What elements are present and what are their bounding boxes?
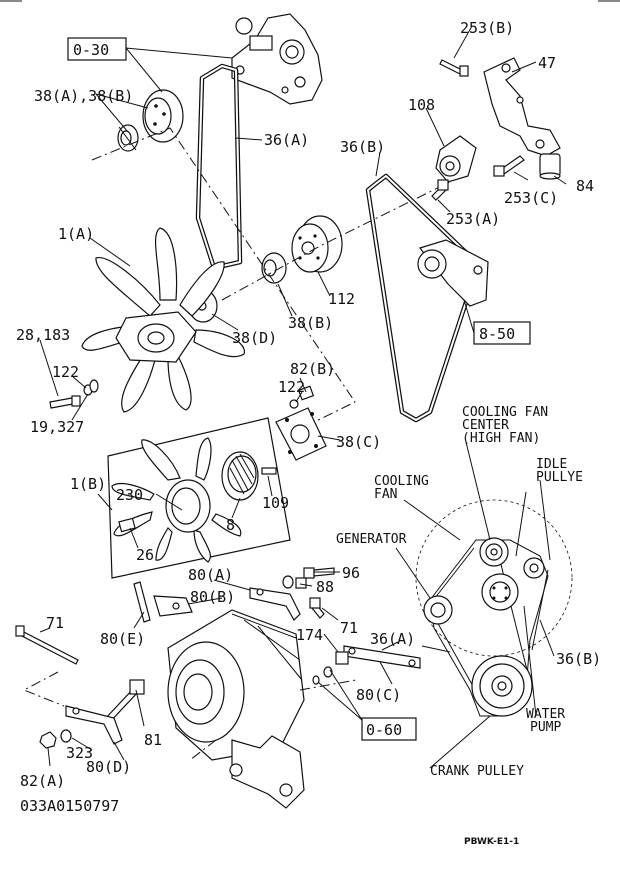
label-generator: GENERATOR: [336, 532, 407, 547]
callout-96: 96: [342, 564, 360, 582]
callout-82b: 82(B): [290, 360, 335, 378]
cooling-fan-circle: [415, 499, 573, 657]
bracket-80e: [133, 581, 151, 623]
callout-253b: 253(B): [460, 19, 514, 37]
callout-82a: 82(A): [20, 772, 65, 790]
spacer-84: [539, 153, 561, 180]
label-cooling-fan-1: COOLING: [374, 474, 429, 489]
label-crank-pulley: CRANK PULLEY: [430, 764, 524, 779]
washer-88: [282, 575, 307, 589]
callout-230: 230: [116, 486, 143, 504]
callout-323: 323: [66, 744, 93, 762]
ref-box-0-30: 0-30: [67, 37, 127, 61]
coupling-38c: [275, 385, 327, 461]
callout-112: 112: [328, 290, 355, 308]
callout-81: 81: [144, 731, 162, 749]
bracket-80d: [65, 705, 123, 745]
ref-0-30-label: 0-30: [73, 41, 109, 59]
callout-38ab: 38(A),38(B): [34, 87, 133, 105]
callout-1a: 1(A): [58, 225, 94, 243]
bolt-71-right: [309, 597, 325, 619]
label-water-pump-1: WATER: [526, 707, 565, 722]
callout-36a-top: 36(A): [264, 131, 309, 149]
callout-122-right: 122: [278, 378, 305, 396]
centerline-fan: [91, 127, 356, 431]
bolt-253a: [431, 179, 449, 201]
callout-122-left: 122: [52, 363, 79, 381]
ref-box-8-50: 8-50: [473, 321, 531, 345]
callout-80e: 80(E): [100, 630, 145, 648]
fan-1a: [81, 227, 245, 413]
water-pump-housing: [231, 13, 323, 105]
fan-pulley-112: [291, 215, 343, 273]
callout-71-right: 71: [340, 619, 358, 637]
bolt-71-left: [15, 625, 79, 665]
leader-lines: [39, 25, 567, 767]
callout-109: 109: [262, 494, 289, 512]
label-cooling-fan-center-3: (HIGH FAN): [462, 431, 540, 446]
callout-84: 84: [576, 177, 594, 195]
callout-47: 47: [538, 54, 556, 72]
callout-108: 108: [408, 96, 435, 114]
callout-28-183: 28,183: [16, 326, 70, 344]
callout-38d: 38(D): [232, 329, 277, 347]
callout-36b-bottom: 36(B): [556, 650, 601, 668]
callout-80b: 80(B): [190, 588, 235, 606]
idler-108: [435, 135, 477, 183]
fan-bolt: [49, 379, 99, 409]
idler-bracket-47: [483, 57, 561, 157]
centerline-alt: [189, 679, 357, 761]
belt-schematic: [395, 441, 573, 769]
bracket-80a: [249, 587, 301, 621]
belt-36a: [195, 63, 243, 271]
label-idle-pulley-1: IDLE: [536, 457, 567, 472]
callout-253a: 253(A): [446, 210, 500, 228]
ref-0-60-label: 0-60: [366, 721, 402, 739]
label-water-pump-2: PUMP: [530, 720, 561, 735]
drawing-number: 033A0150797: [20, 797, 119, 815]
centerline-generator: [22, 671, 65, 707]
bolt-253b: [439, 59, 469, 77]
callout-38c: 38(C): [336, 433, 381, 451]
nut-82a: [39, 731, 57, 749]
bolt-253c: [493, 155, 525, 177]
generator: [167, 609, 305, 809]
callout-19-327: 19,327: [30, 418, 84, 436]
pump-hub: [117, 124, 139, 152]
leader-8-50: [463, 299, 475, 334]
ref-8-50-label: 8-50: [479, 325, 515, 343]
callout-36b-top: 36(B): [340, 138, 385, 156]
callout-8: 8: [226, 516, 235, 534]
label-idle-pulley-2: PULLYE: [536, 470, 583, 485]
callout-26: 26: [136, 546, 154, 564]
callout-80a: 80(A): [188, 566, 233, 584]
label-cooling-fan-center-1: COOLING FAN: [462, 405, 548, 420]
callout-80d: 80(D): [86, 758, 131, 776]
water-pump-pulley: [142, 89, 184, 143]
adjust-bolt-81: [103, 679, 145, 725]
label-cooling-fan-2: FAN: [374, 487, 397, 502]
bolt-96: [303, 567, 335, 579]
tensioner-8-50: [417, 239, 489, 307]
callout-1b: 1(B): [70, 475, 106, 493]
label-cooling-fan-center-2: CENTER: [462, 418, 509, 433]
centerline-pulley: [221, 171, 471, 301]
fan-hub-38b: [261, 252, 287, 284]
callout-36a-bottom: 36(A): [370, 630, 415, 648]
washer-323: [60, 729, 72, 743]
callout-71-left: 71: [46, 614, 64, 632]
callout-174: 174: [296, 626, 323, 644]
ref-box-0-60: 0-60: [361, 717, 417, 741]
callout-253c: 253(C): [504, 189, 558, 207]
bracket-80b: [153, 595, 193, 617]
fan-clutch-box: [107, 417, 291, 579]
belt-36b: [365, 173, 481, 423]
callout-38b: 38(B): [288, 314, 333, 332]
callout-88: 88: [316, 578, 334, 596]
callout-80c: 80(C): [356, 686, 401, 704]
footer-code: PBWK-E1-1: [464, 837, 519, 847]
nut-174: [312, 651, 349, 685]
